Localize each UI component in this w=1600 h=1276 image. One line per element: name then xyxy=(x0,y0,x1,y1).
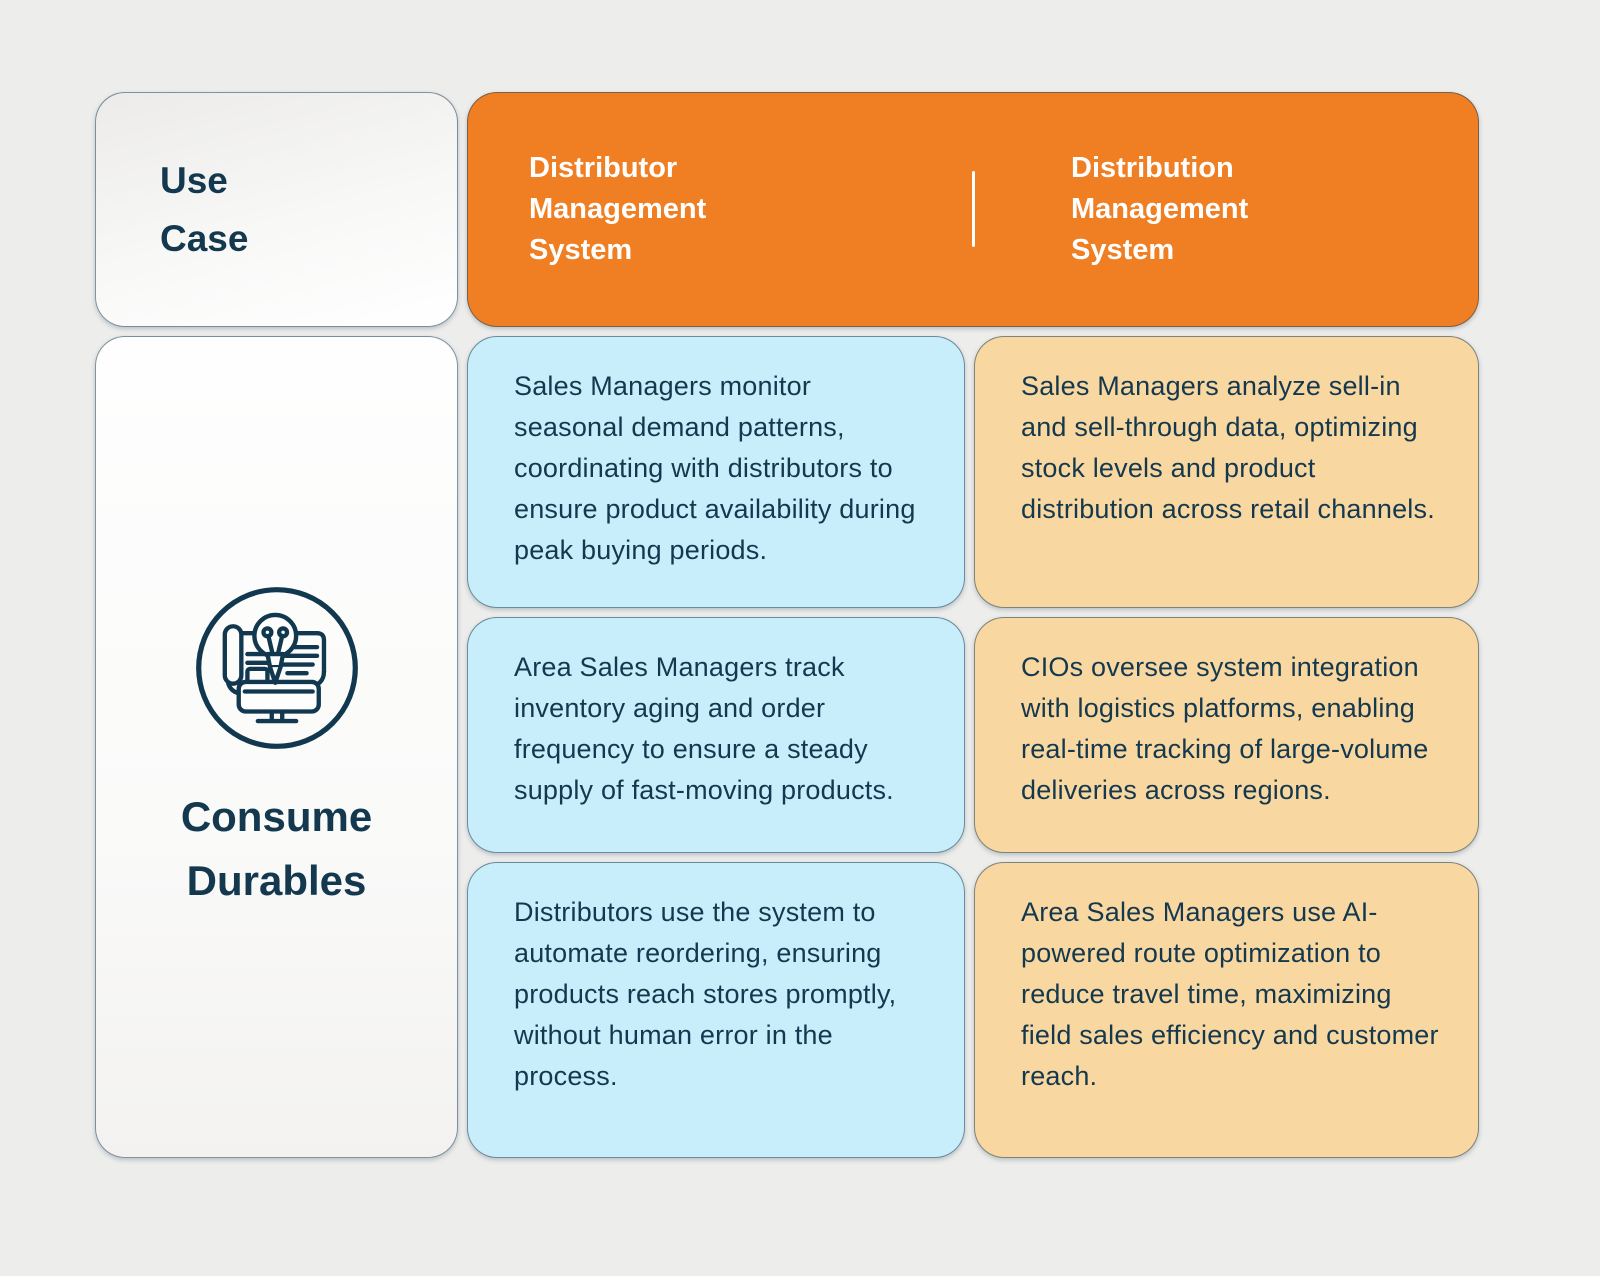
column-header-distribution-dms: Distribution Management System xyxy=(975,148,1478,271)
column-headers-card: Distributor Management System Distributi… xyxy=(467,92,1479,327)
comparison-table: Use Case Distributor Management System D… xyxy=(95,92,1479,1158)
row-group-card-consume-durables: Consume Durables xyxy=(95,336,458,1158)
distribution-dms-title: Distribution Management System xyxy=(1071,152,1249,266)
use-case-corner-card: Use Case xyxy=(95,92,458,327)
cell-distributor-dms-row-3: Distributors use the system to automate … xyxy=(467,862,965,1158)
cell-distribution-dms-row-2: CIOs oversee system integration with log… xyxy=(974,617,1479,853)
column-header-distributor-dms: Distributor Management System xyxy=(468,148,975,271)
cell-distributor-dms-row-2: Area Sales Managers track inventory agin… xyxy=(467,617,965,853)
cell-distribution-dms-row-1: Sales Managers analyze sell-in and sell-… xyxy=(974,336,1479,608)
blueprint-bulb-monitor-icon xyxy=(190,581,364,755)
cell-distribution-dms-row-3: Area Sales Managers use AI-powered route… xyxy=(974,862,1479,1158)
header-divider xyxy=(972,171,975,247)
use-case-label: Use Case xyxy=(160,159,249,259)
row-group-label: Consume Durables xyxy=(180,793,373,904)
distributor-dms-title: Distributor Management System xyxy=(529,152,707,266)
cell-distributor-dms-row-1: Sales Managers monitor seasonal demand p… xyxy=(467,336,965,608)
